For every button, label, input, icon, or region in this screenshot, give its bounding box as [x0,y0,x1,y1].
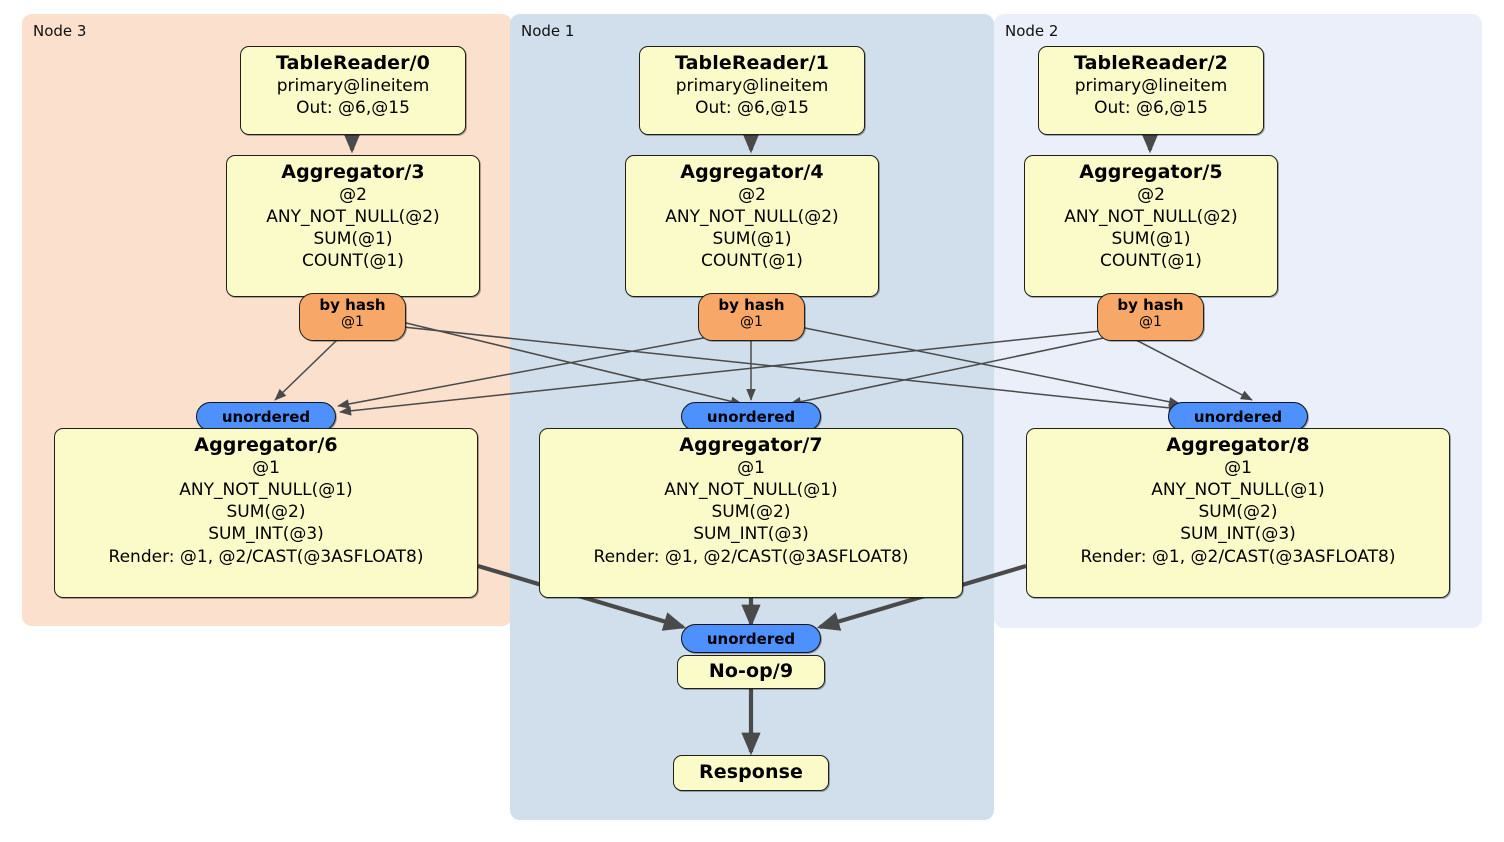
node-line: SUM(@2) [1198,502,1278,523]
node-line: @2 [339,185,367,206]
router-column: @1 [341,314,364,331]
output-router-by-hash-2[interactable]: by hash @1 [1097,293,1204,341]
node-line: @1 [1224,458,1252,479]
output-router-by-hash-0[interactable]: by hash @1 [299,293,406,341]
router-column: @1 [1139,314,1162,331]
aggregator-8[interactable]: Aggregator/8 @1 ANY_NOT_NULL(@1) SUM(@2)… [1026,428,1450,598]
gateway-input-sync-unordered[interactable]: unordered [681,624,821,653]
node-line: ANY_NOT_NULL(@1) [664,480,838,501]
node-line: @2 [738,185,766,206]
aggregator-3[interactable]: Aggregator/3 @2 ANY_NOT_NULL(@2) SUM(@1)… [226,155,480,297]
aggregator-5[interactable]: Aggregator/5 @2 ANY_NOT_NULL(@2) SUM(@1)… [1024,155,1278,297]
node-line: primary@lineitem [276,76,430,97]
node-title: Aggregator/7 [679,434,823,456]
router-column: @1 [740,314,763,331]
node-line: ANY_NOT_NULL(@2) [266,207,440,228]
table-reader-2[interactable]: TableReader/2 primary@lineitem Out: @6,@… [1038,46,1264,135]
node-line: @1 [252,458,280,479]
node-title: Aggregator/4 [680,161,824,183]
node-title: Aggregator/3 [281,161,425,183]
node-panel-label-node3: Node 3 [33,22,87,40]
node-line: SUM_INT(@3) [208,524,324,545]
node-line: @2 [1137,185,1165,206]
node-title: TableReader/1 [675,52,829,74]
node-title: Aggregator/8 [1166,434,1310,456]
router-kind: by hash [319,296,386,314]
router-kind: by hash [718,296,785,314]
output-router-by-hash-1[interactable]: by hash @1 [698,293,805,341]
node-line: SUM(@2) [226,502,306,523]
node-line: SUM(@1) [712,229,792,250]
router-kind: by hash [1117,296,1184,314]
pill-label: unordered [706,407,796,426]
node-line: ANY_NOT_NULL(@1) [1151,480,1325,501]
node-line: Out: @6,@15 [695,98,809,119]
node-render-line: Render: @1, @2/CAST(@3ASFLOAT8) [1080,546,1396,567]
node-line: COUNT(@1) [302,251,404,272]
node-line: SUM_INT(@3) [693,524,809,545]
response-node[interactable]: Response [673,755,829,791]
node-line: SUM(@1) [1111,229,1191,250]
node-line: primary@lineitem [675,76,829,97]
node-panel-label-node1: Node 1 [521,22,575,40]
node-title: No-op/9 [708,660,794,682]
node-title: TableReader/2 [1074,52,1228,74]
node-line: primary@lineitem [1074,76,1228,97]
node-line: SUM_INT(@3) [1180,524,1296,545]
table-reader-0[interactable]: TableReader/0 primary@lineitem Out: @6,@… [240,46,466,135]
table-reader-1[interactable]: TableReader/1 primary@lineitem Out: @6,@… [639,46,865,135]
node-title: Aggregator/6 [194,434,338,456]
aggregator-4[interactable]: Aggregator/4 @2 ANY_NOT_NULL(@2) SUM(@1)… [625,155,879,297]
node-line: ANY_NOT_NULL(@1) [179,480,353,501]
aggregator-6[interactable]: Aggregator/6 @1 ANY_NOT_NULL(@1) SUM(@2)… [54,428,478,598]
node-line: @1 [737,458,765,479]
input-sync-unordered-1[interactable]: unordered [681,402,821,431]
node-title: Response [698,761,803,783]
node-line: COUNT(@1) [701,251,803,272]
input-sync-unordered-2[interactable]: unordered [1168,402,1308,431]
node-panel-label-node2: Node 2 [1005,22,1059,40]
node-title: Aggregator/5 [1079,161,1223,183]
node-line: SUM(@1) [313,229,393,250]
input-sync-unordered-0[interactable]: unordered [196,402,336,431]
node-line: COUNT(@1) [1100,251,1202,272]
node-render-line: Render: @1, @2/CAST(@3ASFLOAT8) [108,546,424,567]
pill-label: unordered [221,407,311,426]
node-line: SUM(@2) [711,502,791,523]
node-line: ANY_NOT_NULL(@2) [1064,207,1238,228]
node-line: ANY_NOT_NULL(@2) [665,207,839,228]
node-title: TableReader/0 [276,52,430,74]
node-render-line: Render: @1, @2/CAST(@3ASFLOAT8) [593,546,909,567]
no-op-9[interactable]: No-op/9 [677,655,825,689]
node-line: Out: @6,@15 [1094,98,1208,119]
pill-label: unordered [706,629,796,648]
node-line: Out: @6,@15 [296,98,410,119]
pill-label: unordered [1193,407,1283,426]
aggregator-7[interactable]: Aggregator/7 @1 ANY_NOT_NULL(@1) SUM(@2)… [539,428,963,598]
